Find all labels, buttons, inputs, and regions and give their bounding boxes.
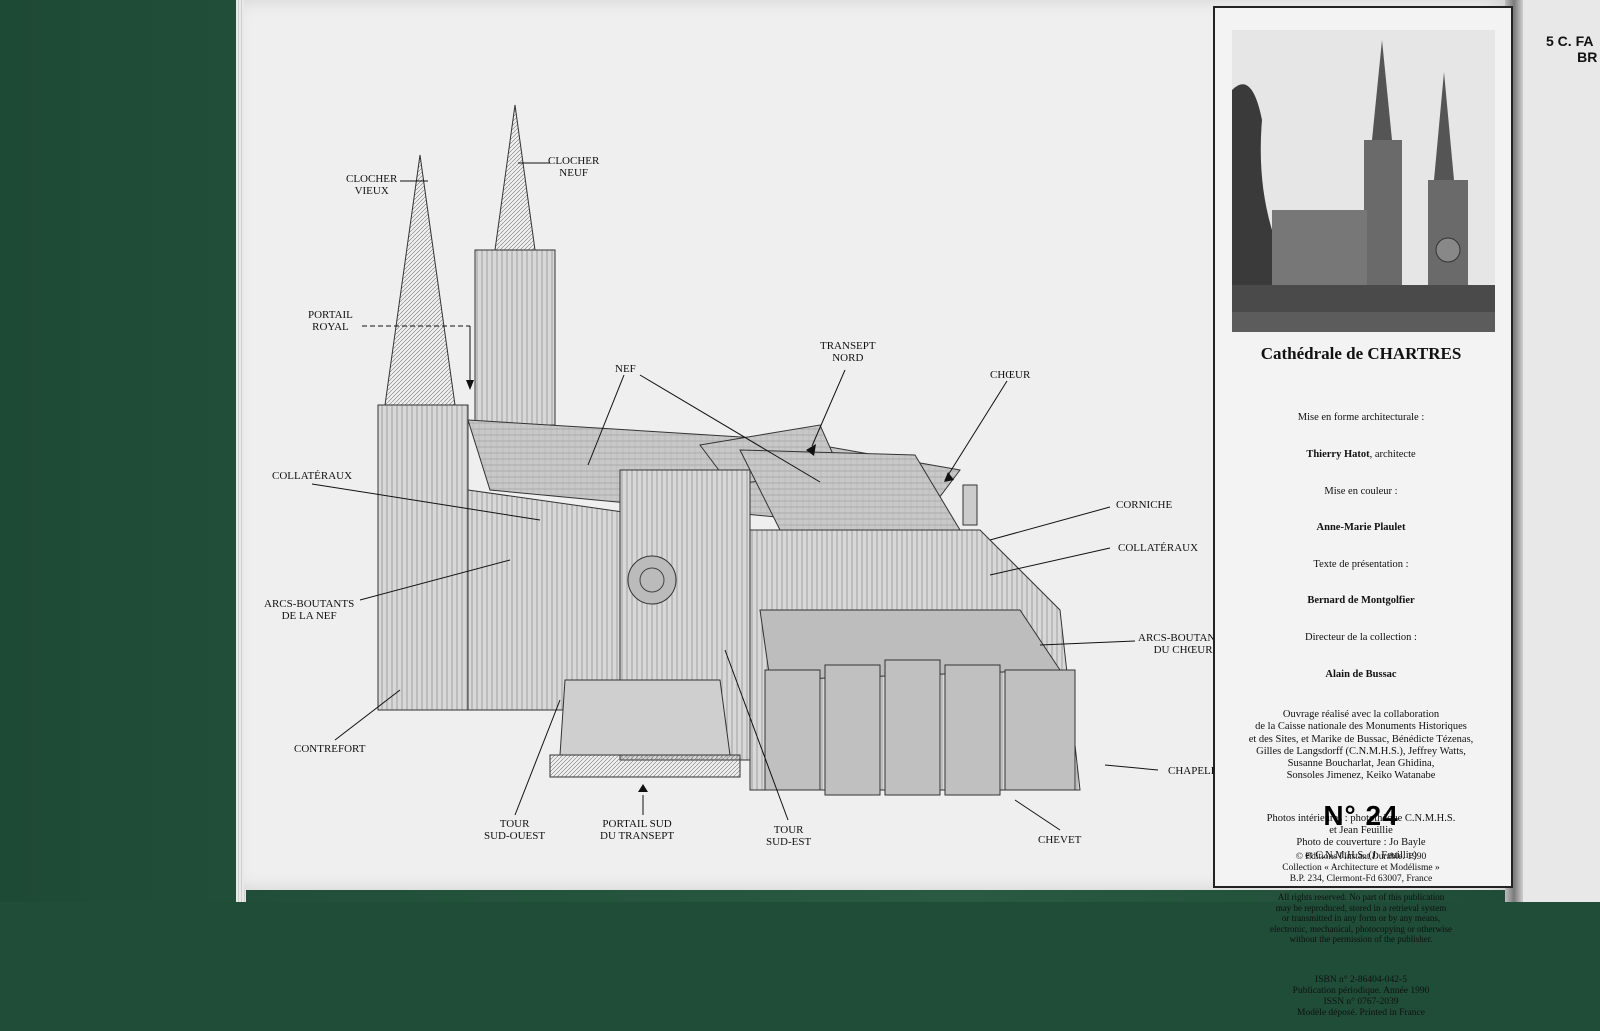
collaboration-text: Ouvrage réalisé avec la collaboration de… <box>1248 709 1474 782</box>
label-transept-nord: TRANSEPT NORD <box>820 340 876 364</box>
issue-number: N° 24 <box>1323 800 1399 831</box>
credit-role: Mise en couleur : <box>1324 485 1398 497</box>
next-page-text: 5 C. FA BR <box>1546 33 1598 65</box>
credits-block: Mise en forme architecturale : Thierry H… <box>1220 388 1502 1031</box>
cathedral-photo <box>1232 30 1495 332</box>
label-nef: NEF <box>615 363 636 375</box>
label-clocher-vieux: CLOCHER VIEUX <box>346 173 398 197</box>
label-clocher-neuf: CLOCHER NEUF <box>548 155 600 179</box>
cover-title: Cathédrale de CHARTRES <box>1260 344 1462 363</box>
credit-name: Thierry Hatot <box>1306 449 1370 461</box>
label-collateraux-left: COLLATÉRAUX <box>272 470 353 482</box>
label-arcs-boutants-nef: ARCS-BOUTANTS DE LA NEF <box>264 598 355 622</box>
label-portail-royal: PORTAIL ROYAL <box>308 309 353 333</box>
label-chevet: CHEVET <box>1038 834 1082 846</box>
credit-role: Texte de présentation : <box>1313 558 1409 570</box>
label-choeur: CHŒUR <box>990 369 1031 381</box>
cathedral-illustration <box>377 104 1081 796</box>
label-chapelle: CHAPELLE <box>1168 765 1225 777</box>
publisher-info: © Editions l'Instant Durable. 1990 Colle… <box>1282 852 1440 884</box>
label-contrefort: CONTREFORT <box>294 743 366 755</box>
photos-credit: Photos intérieures : photothèque C.N.M.H… <box>1266 812 1456 861</box>
credit-role: Directeur de la collection : <box>1305 632 1417 644</box>
label-tour-sud-ouest: TOUR SUD-OUEST <box>484 818 546 842</box>
rights-notice: All rights reserved. No part of this pub… <box>1270 892 1452 945</box>
label-collateraux-right: COLLATÉRAUX <box>1118 542 1199 554</box>
label-corniche: CORNICHE <box>1116 499 1173 511</box>
credit-name: Alain de Bussac <box>1325 668 1397 680</box>
page-edges <box>236 0 246 902</box>
credit-suffix: , architecte <box>1369 449 1416 461</box>
credit-role: Mise en forme architecturale : <box>1297 412 1425 424</box>
credit-name: Anne-Marie Plaulet <box>1316 522 1406 534</box>
credit-line: Thierry Hatot, architecte <box>1220 449 1502 461</box>
next-page <box>1523 0 1600 902</box>
label-tour-sud-est: TOUR SUD-EST <box>766 824 812 848</box>
credit-name: Bernard de Montgolfier <box>1307 595 1415 607</box>
leader-lines <box>311 162 1159 831</box>
isbn-block: ISBN n° 2-86404-042-5 Publication périod… <box>1292 975 1430 1019</box>
label-arcs-boutants-choeur: ARCS-BOUTANTS DU CHŒUR <box>1138 632 1229 656</box>
label-portail-sud: PORTAIL SUD DU TRANSEPT <box>600 818 675 842</box>
